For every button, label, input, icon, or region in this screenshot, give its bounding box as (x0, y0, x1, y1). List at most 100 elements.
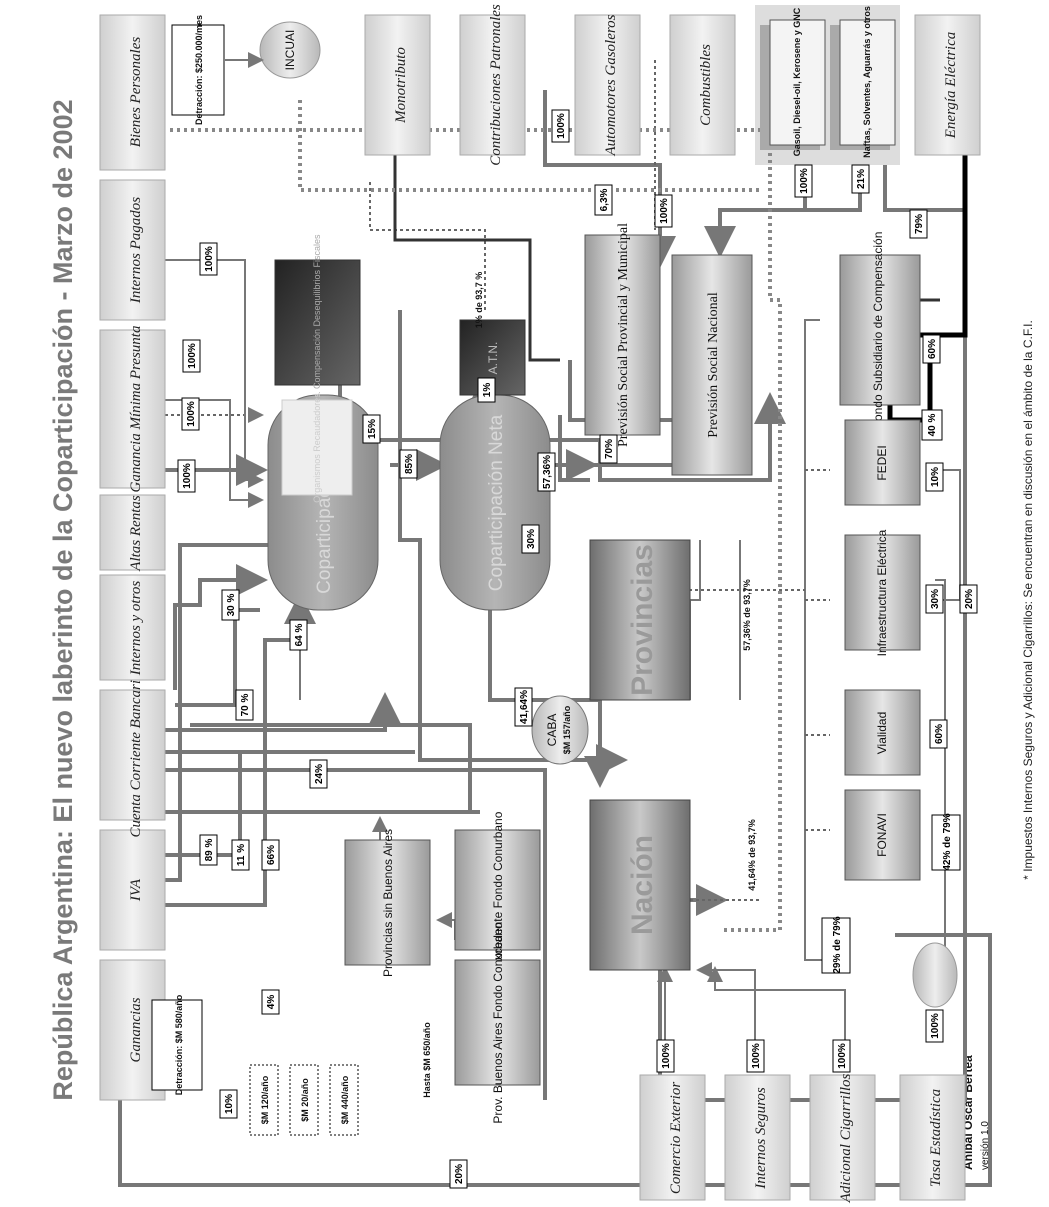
hasta-label: Hasta $M 650/año (422, 1022, 432, 1098)
pct-label: 11 % (232, 840, 249, 870)
tax-internos-otros: Internos y otros (100, 575, 165, 680)
svg-text:100%: 100% (204, 246, 215, 272)
pct-label: 100% (182, 398, 199, 430)
entity-label: Previsión Social Provincial y Municipal (616, 223, 631, 447)
svg-text:30 %: 30 % (226, 593, 237, 616)
tax-label: Internos y otros (128, 581, 144, 677)
tax-internos-pagados: Internos Pagados (100, 180, 165, 320)
tax-label: Contribuciones Patronales (488, 4, 504, 166)
svg-text:70 %: 70 % (240, 693, 251, 716)
pct-label: 66% (262, 840, 279, 870)
pct-label: 100% (657, 1040, 674, 1072)
caba-label: CABA (545, 714, 559, 747)
dark-fund-label: Fdo. Compensación Desequilibrios Fiscale… (312, 234, 322, 410)
pct-label: 10% (220, 1090, 237, 1118)
nota-nacion: 41,64% de 93,7% (747, 819, 757, 891)
svg-text:21%: 21% (856, 169, 867, 189)
entity-label: Fondo Subsidiario de Compensación (871, 232, 885, 429)
pct-label: 30 % (222, 590, 239, 620)
svg-text:100%: 100% (751, 1043, 762, 1069)
nacion-node: Nación (590, 800, 690, 970)
tax-label: Energía Eléctrica (943, 32, 959, 140)
pct-label: 100% (795, 165, 812, 197)
svg-text:100%: 100% (187, 343, 198, 369)
entity-label: Infraestructura Eléctrica (875, 529, 889, 656)
tax-iva: IVA (100, 830, 165, 950)
entity-label: FONAVI (875, 813, 889, 857)
tax-combustibles: Combustibles (670, 15, 735, 155)
svg-text:20%: 20% (964, 589, 975, 609)
pct-label: 30% (926, 585, 943, 613)
vialidad: Vialidad (845, 690, 920, 775)
amount-label: $M 120/año (260, 1075, 270, 1124)
atn-label: A.T.N. (486, 342, 500, 375)
pct-label: 24% (310, 760, 327, 788)
sm440-box: $M 440/año (330, 1065, 358, 1135)
tax-label: Tasa Estadística (928, 1089, 944, 1187)
pct-label: 100% (747, 1040, 764, 1072)
svg-text:100%: 100% (186, 401, 197, 427)
pct-label: 41,64% (515, 688, 532, 726)
fuel-gasoil-box: Gasoil, Diesel-oil, Kerosene y GNC (760, 7, 825, 156)
svg-text:30%: 30% (930, 589, 941, 609)
tax-bienes-personales: Bienes Personales (100, 15, 165, 170)
tax-label: Internos Pagados (128, 197, 144, 304)
tax-label: Bienes Personales (128, 37, 144, 148)
amount-label: $M 20/año (300, 1078, 310, 1122)
svg-text:100%: 100% (661, 1043, 672, 1069)
pct-label: 20% (960, 585, 977, 613)
pct-label: 64 % (290, 620, 307, 650)
svg-text:85%: 85% (404, 454, 415, 474)
tax-monotributo: Monotributo (365, 15, 430, 155)
provincias-label: Provincias (626, 544, 659, 696)
pct-label: 4% (262, 990, 279, 1014)
tax-label: Monotributo (393, 47, 409, 124)
svg-text:57,36%: 57,36% (542, 455, 553, 489)
entity-label: Prov. Buenos Aires Fondo Conurbano (491, 922, 505, 1124)
svg-text:40 %: 40 % (927, 413, 938, 436)
light-agency-box: Organismos Recaudadores (282, 393, 352, 503)
svg-text:79%: 79% (914, 214, 925, 234)
fuel-label: Gasoil, Diesel-oil, Kerosene y GNC (792, 7, 802, 156)
pct-label: 6,3% (595, 185, 612, 215)
tax-ganancia-minima: Ganancia Mínima Presunta (100, 326, 165, 493)
caba-amount: $M 157/año (562, 705, 572, 754)
pct-label: 21% (852, 165, 869, 193)
sm120-box: $M 120/año (250, 1065, 278, 1135)
pct-label: 60% (923, 335, 940, 363)
tasa-target-node (913, 943, 957, 1007)
tax-contribuciones: Contribuciones Patronales (460, 4, 525, 166)
entity-label: Vialidad (875, 712, 889, 754)
pct-label: 60% (930, 720, 947, 748)
svg-text:30%: 30% (526, 529, 537, 549)
svg-text:15%: 15% (367, 419, 378, 439)
tax-tasa-estadistica: Tasa Estadística (900, 1075, 965, 1200)
entity-label: Previsión Social Nacional (706, 292, 721, 438)
atn-note: 1% de 93,7 % (474, 272, 484, 329)
light-agency-label: Organismos Recaudadores (312, 393, 322, 503)
detraccion-label: Detracción: $250.000/mes (194, 15, 204, 125)
pct-label: 15% (363, 415, 380, 443)
provincias-node: Provincias (590, 540, 690, 700)
provincias-sin-ba: Provincias sin Buenos Aires (345, 829, 430, 977)
pct-label: 42% de 79% (932, 813, 960, 870)
tax-adicional-cigarrillos: Adicional Cigarrillos (810, 1073, 875, 1203)
svg-text:60%: 60% (934, 724, 945, 744)
pool-label: Coparticipación Neta (486, 414, 507, 591)
incuai-node: INCUAI (260, 22, 320, 78)
pct-label: 10% (926, 463, 943, 491)
svg-text:10%: 10% (224, 1094, 235, 1114)
svg-text:11 %: 11 % (236, 844, 247, 866)
pct-label: 100% (183, 340, 200, 372)
pct-label: 100% (655, 195, 672, 227)
svg-text:100%: 100% (659, 198, 670, 224)
svg-text:1%: 1% (482, 383, 493, 398)
fuel-naftas-box: Naftas, Solventes, Aguarrás y otros (830, 6, 895, 158)
nota-provincias: 57,36% de 93,7% (742, 579, 752, 651)
pct-label: 29% de 79% (822, 916, 850, 973)
pct-label: 70 % (236, 690, 253, 720)
tax-label: Altas Rentas (128, 495, 144, 572)
infraestructura-electrica: Infraestructura Eléctrica (845, 529, 920, 656)
tax-label: Internos Seguros (753, 1087, 769, 1190)
